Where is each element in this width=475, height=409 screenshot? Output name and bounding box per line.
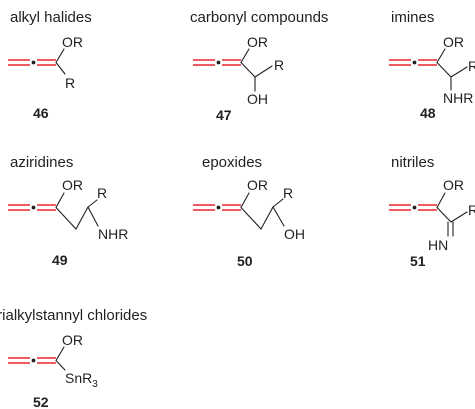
- compound-number: 49: [52, 252, 68, 268]
- bond: [55, 359, 66, 371]
- category-label: alkyl halides: [10, 9, 92, 26]
- category-label: trialkylstannyl chlorides: [0, 307, 147, 324]
- atom-label: OR: [62, 332, 83, 348]
- atom-label: OH: [247, 91, 268, 107]
- atom-label: OR: [62, 177, 83, 193]
- bond: [55, 61, 66, 75]
- atom-label: R: [274, 57, 284, 73]
- atom-label: SnR3: [65, 370, 98, 390]
- compound-48: imines OR R NHR 48: [389, 9, 475, 121]
- atom-label: R: [283, 185, 293, 201]
- bond: [240, 192, 250, 209]
- atom-label: HN: [428, 237, 448, 253]
- carbon-dot: [216, 205, 221, 210]
- allene-bond: [193, 59, 241, 66]
- bond: [55, 48, 65, 64]
- allene-bond: [389, 204, 437, 211]
- atom-label: OH: [284, 226, 305, 242]
- bond: [240, 48, 250, 64]
- allene-bond: [8, 59, 56, 66]
- carbon-dot: [31, 205, 36, 210]
- compound-number: 50: [237, 253, 253, 269]
- compound-50: epoxides OR R OH 50: [193, 154, 305, 269]
- atom-label: OR: [247, 177, 268, 193]
- bond: [260, 206, 274, 230]
- bond: [87, 206, 99, 227]
- bond: [55, 346, 65, 362]
- category-label: epoxides: [202, 154, 262, 171]
- compound-number: 48: [420, 105, 436, 121]
- atom-subscript: 3: [92, 379, 98, 390]
- compound-number: 52: [33, 394, 49, 409]
- carbon-dot: [412, 60, 417, 65]
- atom-label: NHR: [98, 226, 128, 242]
- bond: [436, 206, 452, 223]
- carbon-dot: [31, 60, 36, 65]
- bond: [450, 211, 468, 223]
- atom-label: R: [468, 58, 475, 74]
- allene-bond: [193, 204, 241, 211]
- carbon-dot: [31, 358, 36, 363]
- category-label: nitriles: [391, 154, 434, 171]
- bond: [272, 198, 284, 208]
- compound-number: 47: [216, 107, 232, 123]
- bond: [254, 65, 273, 78]
- compound-number: 51: [410, 253, 426, 269]
- compound-46: alkyl halides OR R 46: [8, 9, 92, 121]
- bond: [450, 66, 468, 78]
- atom-label: OR: [247, 34, 268, 50]
- atom-label: R: [468, 202, 475, 218]
- atom-label: NHR: [443, 90, 473, 106]
- compound-51: nitriles OR R HN 51: [389, 154, 475, 269]
- category-label: imines: [391, 9, 434, 26]
- bond: [75, 206, 89, 230]
- compound-52: trialkylstannyl chlorides OR SnR3 52: [0, 307, 147, 409]
- bond: [87, 199, 98, 208]
- compound-47: carbonyl compounds OR R OH 47: [190, 9, 328, 123]
- atom-label: R: [65, 75, 75, 91]
- bond: [55, 192, 65, 209]
- carbon-dot: [216, 60, 221, 65]
- compound-number: 46: [33, 105, 49, 121]
- category-label: carbonyl compounds: [190, 9, 328, 26]
- allene-bond: [8, 357, 56, 364]
- bond: [436, 61, 452, 78]
- bond: [55, 206, 77, 230]
- atom-label: OR: [443, 34, 464, 50]
- category-label: aziridines: [10, 154, 73, 171]
- carbon-dot: [412, 205, 417, 210]
- atom-label: OR: [443, 177, 464, 193]
- bond: [436, 48, 446, 64]
- allene-bond: [389, 59, 437, 66]
- allene-bond: [8, 204, 56, 211]
- bond: [240, 206, 262, 230]
- bond: [272, 206, 285, 227]
- atom-symbol: SnR: [65, 370, 92, 386]
- bond: [240, 61, 256, 78]
- bond: [436, 192, 446, 209]
- atom-label: OR: [62, 34, 83, 50]
- atom-label: R: [97, 185, 107, 201]
- compound-49: aziridines OR R NHR 49: [8, 154, 128, 268]
